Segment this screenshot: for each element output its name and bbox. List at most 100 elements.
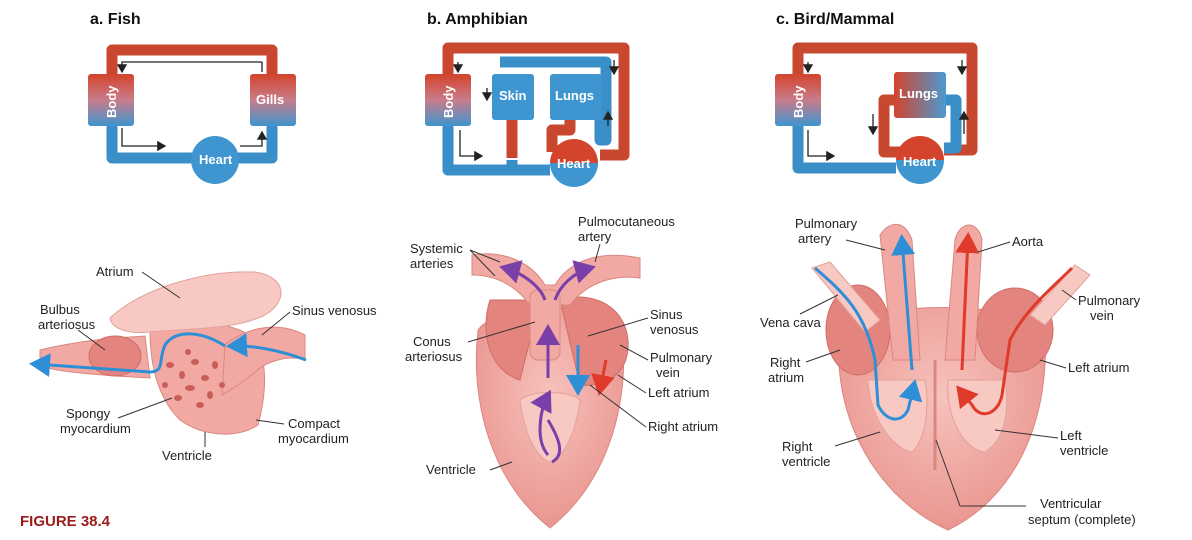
flow-arrow-icon <box>807 130 836 162</box>
label-conus-2: arteriosus <box>405 349 463 364</box>
label-spongy-1: Spongy <box>66 406 111 421</box>
vessel-systemic-red <box>442 42 630 161</box>
body-box <box>775 74 821 126</box>
panel-a-title: a. Fish <box>90 11 141 28</box>
flow-arrow-icon <box>121 128 167 152</box>
flow-pulmocutaneous <box>553 260 596 301</box>
label-ventricle: Ventricle <box>426 462 476 477</box>
label-pulmocutaneous-1: Pulmocutaneous <box>578 214 675 229</box>
label-pulm-artery-2: artery <box>798 231 832 246</box>
vessel-pulmonary-blue <box>940 94 962 154</box>
label-bulbus-1: Bulbus <box>40 302 80 317</box>
flow-pulmonary-out <box>891 234 916 371</box>
label-right-ventricle-1: Right <box>782 439 813 454</box>
panel-b-title: b. Amphibian <box>427 11 528 28</box>
label-pulm-vein-2: vein <box>1090 308 1114 323</box>
body-box-label: Body <box>104 85 119 118</box>
vessel-systemic-blue <box>442 120 550 176</box>
vessel-pulmonary-red <box>878 94 900 158</box>
vessel-systemic-red <box>792 42 978 156</box>
label-right-atrium-1: Right <box>770 355 801 370</box>
label-right-atrium: Right atrium <box>648 419 718 434</box>
flow-mixed-1 <box>530 389 552 456</box>
label-pulmocutaneous-2: artery <box>578 229 612 244</box>
pulmonary-vein-shape <box>1029 264 1091 326</box>
label-septum-1: Ventricular <box>1040 496 1102 511</box>
fish-flow-out <box>29 332 226 378</box>
label-left-ventricle-1: Left <box>1060 428 1082 443</box>
flow-arrow-icon <box>459 130 484 162</box>
heart-label: Heart <box>557 156 591 171</box>
bulbus-bulge <box>88 335 142 377</box>
label-compact-1: Compact <box>288 416 340 431</box>
body-box-label: Body <box>441 85 456 118</box>
skin-box <box>492 74 534 120</box>
label-pulm-vein-2: vein <box>656 365 680 380</box>
label-sinus-venosus: Sinus venosus <box>292 303 377 318</box>
label-pulm-vein-1: Pulmonary <box>1078 293 1141 308</box>
vessel-systemic-blue <box>792 120 896 174</box>
lungs-box-label: Lungs <box>555 88 594 103</box>
label-systemic-2: arteries <box>410 256 454 271</box>
body-box <box>425 74 471 126</box>
panel-amphibian-circuit: b. Amphibian Body Skin Lungs Heart <box>425 11 630 187</box>
label-right-ventricle-2: ventricle <box>782 454 830 469</box>
label-atrium: Atrium <box>96 264 134 279</box>
lungs-box-label: Lungs <box>899 86 938 101</box>
body-box-label: Body <box>791 85 806 118</box>
body-box <box>88 74 134 126</box>
label-pulm-artery-1: Pulmonary <box>795 216 858 231</box>
heart-node <box>191 136 239 184</box>
flow-arrow-icon <box>240 130 268 147</box>
flow-left-side-in <box>956 266 1074 416</box>
label-vena-cava: Vena cava <box>760 315 821 330</box>
label-pulm-vein-1: Pulmonary <box>650 350 713 365</box>
label-ventricle: Ventricle <box>162 448 212 463</box>
flow-systemic <box>499 260 547 301</box>
atrium-shape <box>109 271 282 333</box>
flow-right-side-in <box>814 266 923 421</box>
vessel-oxygen-rich <box>106 44 278 80</box>
flow-mixed-2 <box>546 419 562 464</box>
vessel-lung-blue <box>500 56 612 146</box>
fish-flow-in <box>226 333 307 362</box>
label-bulbus-2: arteriosus <box>38 317 96 332</box>
heart-label: Heart <box>199 152 233 167</box>
label-compact-2: myocardium <box>278 431 349 446</box>
label-left-atrium: Left atrium <box>648 385 709 400</box>
label-left-ventricle-2: ventricle <box>1060 443 1108 458</box>
label-aorta: Aorta <box>1012 234 1044 249</box>
label-systemic-1: Systemic <box>410 241 463 256</box>
label-spongy-2: myocardium <box>60 421 131 436</box>
label-sinus-1: Sinus <box>650 307 683 322</box>
conus-arteriosus-shape <box>529 289 561 361</box>
left-side-atrium <box>485 299 541 381</box>
label-septum-2: septum (complete) <box>1028 512 1136 527</box>
panel-fish-circuit: a. Fish Body Gills Heart <box>88 11 296 184</box>
panel-mammal-circuit: c. Bird/Mammal Body Lungs Heart <box>775 11 978 184</box>
fish-heart-illustration: Atrium Bulbus arteriosus Sinus venosus S… <box>29 264 377 463</box>
flow-aorta-out <box>955 232 980 371</box>
label-sinus-2: venosus <box>650 322 699 337</box>
mammal-heart-illustration: Pulmonary artery Aorta Vena cava Pulmona… <box>760 216 1141 531</box>
flow-arrow-icon <box>122 61 263 72</box>
heart-node <box>550 139 598 187</box>
gills-box-label: Gills <box>256 92 284 107</box>
label-right-atrium-2: atrium <box>768 370 804 385</box>
label-conus-1: Conus <box>413 334 451 349</box>
lungs-box <box>550 74 602 120</box>
panel-c-title: c. Bird/Mammal <box>776 11 894 28</box>
vessel-lung-red <box>546 116 576 152</box>
flow-left-atrium <box>591 359 615 396</box>
heart-node <box>896 136 944 184</box>
vessel-oxygen-poor <box>106 120 278 164</box>
heart-label: Heart <box>903 154 937 169</box>
skin-box-label: Skin <box>499 88 527 103</box>
amphibian-heart-illustration: Systemic arteries Pulmocutaneous artery … <box>405 214 718 529</box>
figure-caption: FIGURE 38.4 <box>20 513 111 530</box>
gills-box <box>250 74 296 126</box>
lungs-box <box>894 72 946 118</box>
spongy-myocardium-texture <box>162 349 225 408</box>
label-left-atrium: Left atrium <box>1068 360 1129 375</box>
